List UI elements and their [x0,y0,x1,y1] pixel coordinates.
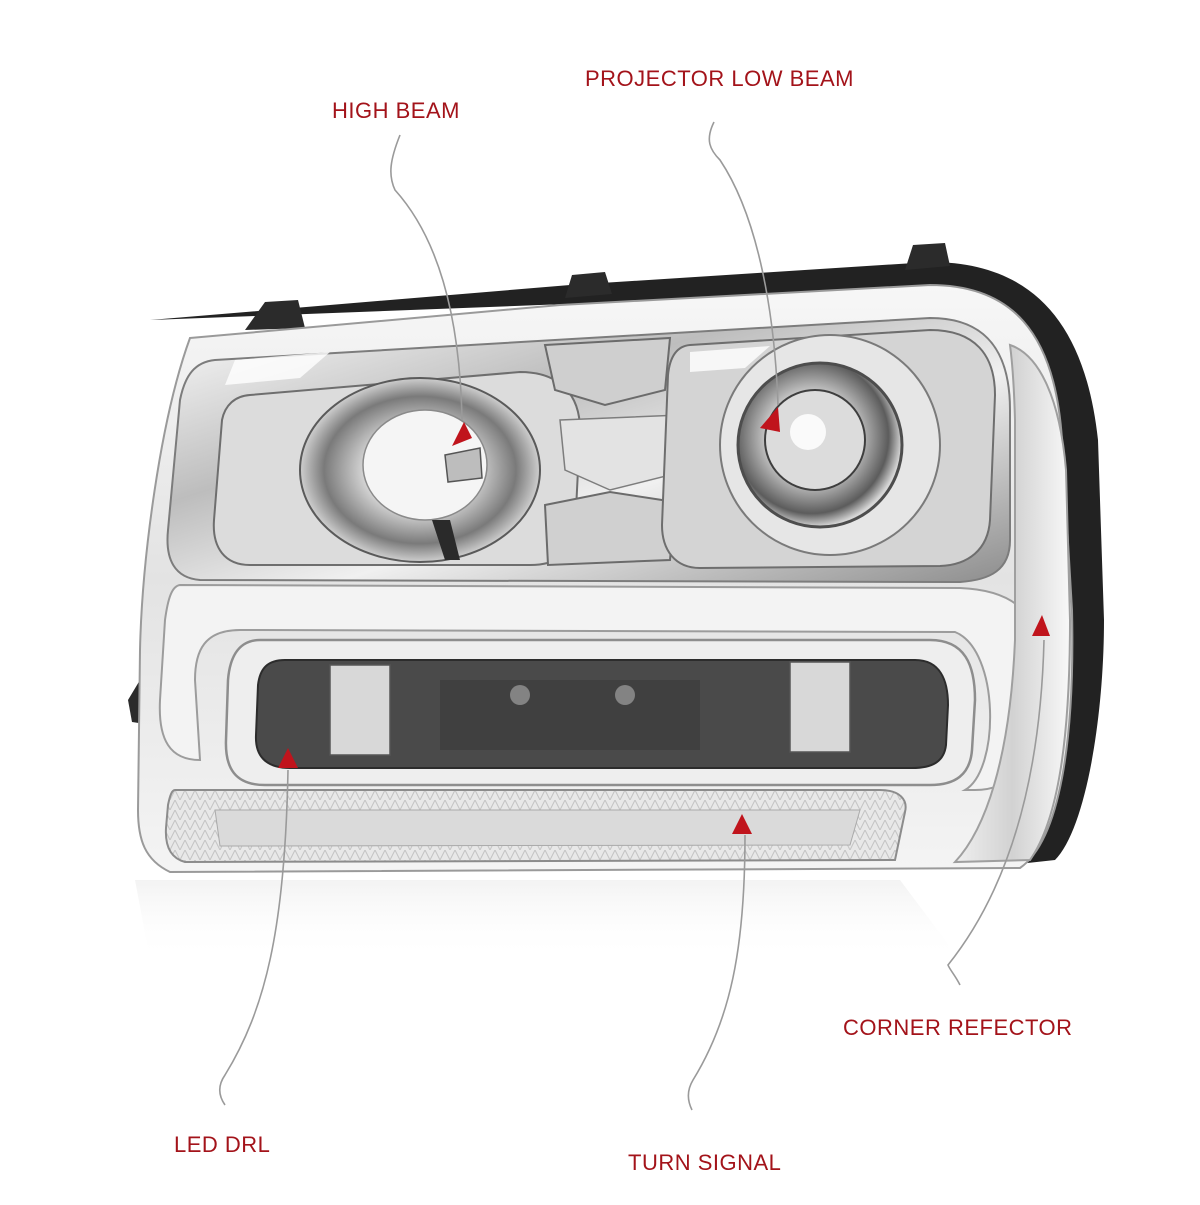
turn-signal-lens [164,789,907,864]
red-triangle-arrow-icon [278,748,298,768]
red-triangle-arrow-icon [760,407,780,432]
leader-line-high-beam [390,134,463,421]
high-beam-reflector [212,370,582,566]
label-corner-reflector: CORNER REFECTOR [843,1015,1073,1040]
leader-line-turn-signal [687,834,746,1111]
label-turn-signal: TURN SIGNAL [628,1150,782,1175]
leader-line-projector [708,121,779,406]
mounting-tab [905,243,950,270]
lens-highlight [690,346,770,372]
red-triangle-arrow-icon [1032,615,1050,636]
lens-highlight [225,352,330,385]
label-projector-low-beam: PROJECTOR LOW BEAM [585,66,854,91]
projector-low-beam-reflector [660,328,997,570]
center-chrome-insert [543,336,691,567]
red-triangle-arrow-icon [278,407,1050,834]
red-triangle-arrow-icon [452,422,472,446]
label-high-beam: HIGH BEAM [332,98,460,123]
label-led-drl: LED DRL [174,1132,271,1157]
floor-reflection [135,880,960,960]
corner-reflector [952,343,1072,864]
leader-lines [218,121,1045,1111]
leader-line-corner [947,639,1045,986]
lower-cavity [224,638,977,787]
mounting-tab [565,272,612,298]
red-triangle-arrow-icon [732,814,752,834]
mounting-tab [245,300,305,330]
leader-line-led-drl [218,769,289,1106]
